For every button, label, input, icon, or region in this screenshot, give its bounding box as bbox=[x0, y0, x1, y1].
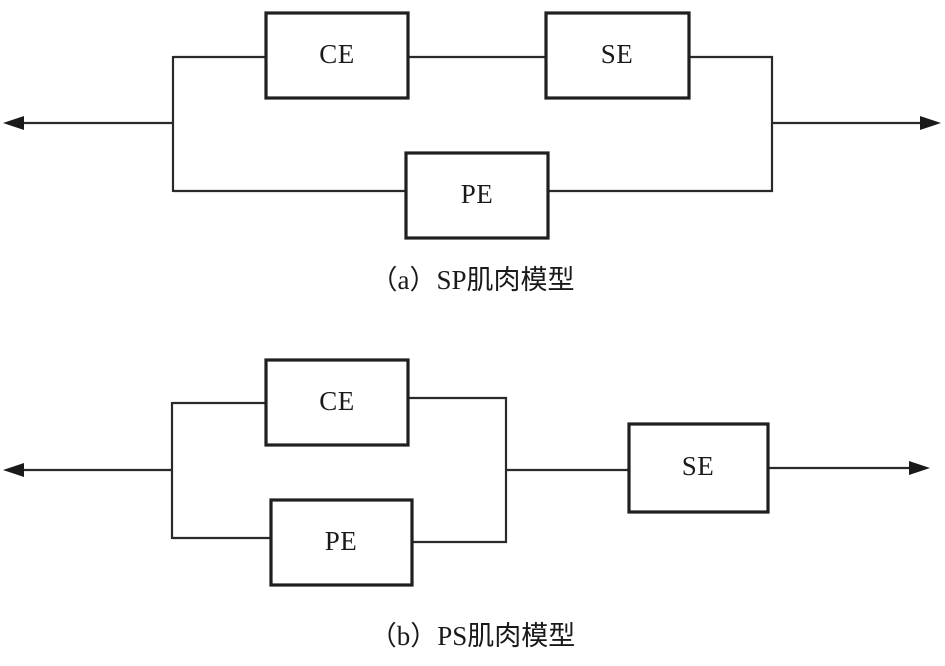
diagram-b: CE PE SE bbox=[3, 358, 930, 587]
box-ce-a: CE bbox=[264, 11, 410, 100]
box-pe-a-label: PE bbox=[461, 179, 494, 209]
right-arrow-b bbox=[767, 461, 930, 475]
left-arrow-b bbox=[3, 463, 173, 477]
box-se-a: SE bbox=[544, 11, 691, 100]
box-pe-b-label: PE bbox=[325, 526, 358, 556]
diagram-a: CE SE PE bbox=[3, 11, 941, 240]
box-pe-a: PE bbox=[404, 151, 550, 240]
right-arrow-a bbox=[772, 116, 941, 130]
box-se-b: SE bbox=[627, 422, 770, 514]
box-pe-b: PE bbox=[269, 498, 414, 587]
box-se-a-label: SE bbox=[601, 39, 634, 69]
box-ce-b: CE bbox=[264, 358, 410, 447]
box-se-b-label: SE bbox=[682, 451, 715, 481]
box-ce-b-label: CE bbox=[319, 386, 355, 416]
caption-diagram-b: （b）PS肌肉模型 bbox=[369, 621, 576, 651]
box-ce-a-label: CE bbox=[319, 39, 355, 69]
left-arrow-a bbox=[3, 116, 173, 130]
caption-diagram-a: （a）SP肌肉模型 bbox=[370, 265, 575, 295]
